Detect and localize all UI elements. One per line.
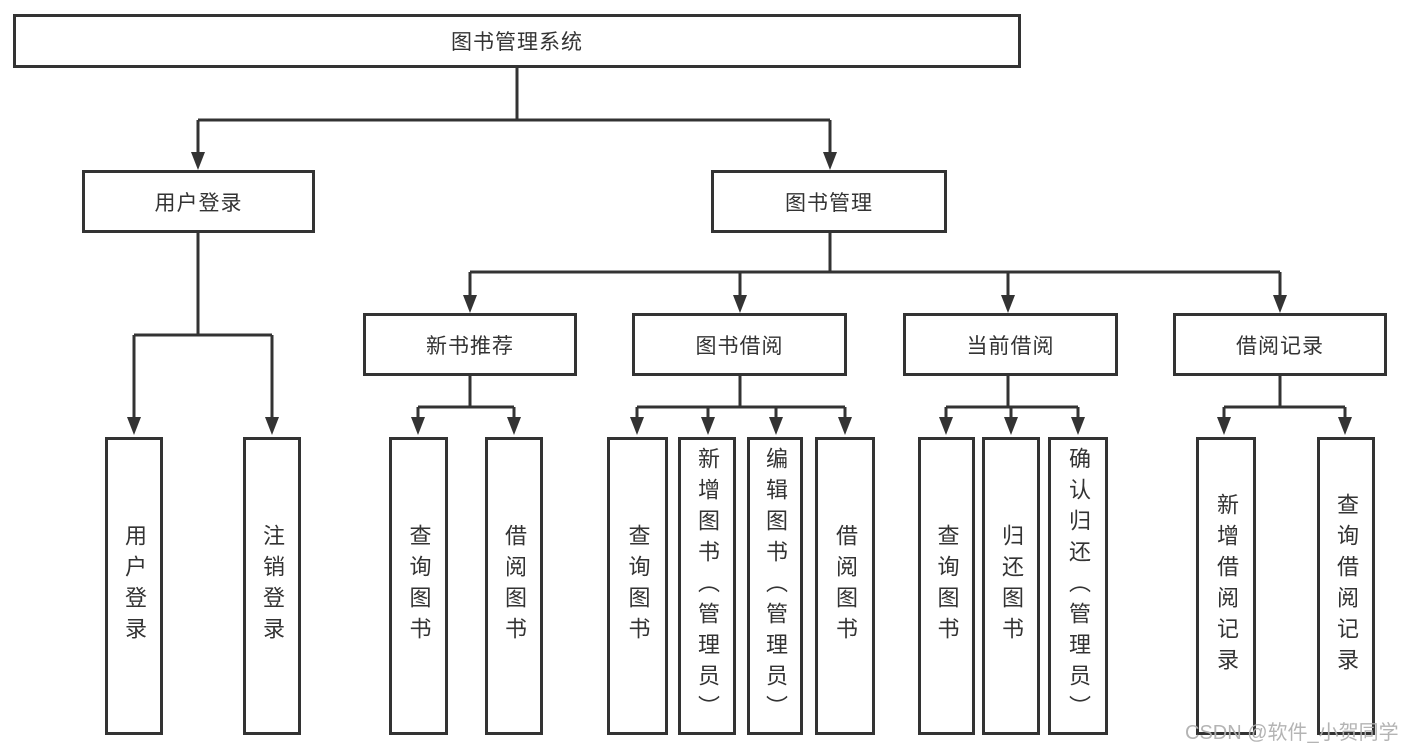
node-current-borrow-label: 当前借阅 — [966, 334, 1055, 358]
node-new-book-recommend-label: 新书推荐 — [426, 334, 514, 358]
node-book-management: 图书管理 — [711, 170, 947, 233]
node-user-login: 用户登录 — [82, 170, 315, 233]
leaf-edit-books-admin: 编辑图书（管理员） — [747, 437, 803, 735]
leaf-add-books-admin: 新增图书（管理员） — [678, 437, 736, 735]
node-root: 图书管理系统 — [13, 14, 1021, 68]
leaf-confirm-return-admin-label: 确认归还（管理员） — [1066, 446, 1091, 726]
leaf-query-books-borrow: 查询图书 — [607, 437, 668, 735]
leaf-borrow-books-label: 借阅图书 — [833, 524, 858, 648]
node-book-borrow: 图书借阅 — [632, 313, 847, 376]
leaf-confirm-return-admin: 确认归还（管理员） — [1048, 437, 1108, 735]
node-borrow-records: 借阅记录 — [1173, 313, 1387, 376]
leaf-borrow-books-recommend-label: 借阅图书 — [502, 524, 527, 648]
node-root-label: 图书管理系统 — [451, 31, 583, 54]
node-current-borrow: 当前借阅 — [903, 313, 1118, 376]
leaf-query-borrow-record-label: 查询借阅记录 — [1334, 493, 1359, 679]
leaf-user-logout-label: 注销登录 — [260, 524, 285, 648]
leaf-edit-books-admin-label: 编辑图书（管理员） — [763, 446, 788, 726]
node-borrow-records-label: 借阅记录 — [1236, 334, 1324, 358]
node-user-login-label: 用户登录 — [154, 191, 243, 215]
leaf-add-borrow-record-label: 新增借阅记录 — [1214, 493, 1239, 679]
node-book-borrow-label: 图书借阅 — [695, 334, 784, 358]
arrowheads — [127, 152, 1352, 435]
leaf-add-borrow-record: 新增借阅记录 — [1196, 437, 1256, 735]
leaf-return-books-label: 归还图书 — [999, 524, 1024, 648]
leaf-query-books-recommend: 查询图书 — [389, 437, 448, 735]
leaf-query-borrow-record: 查询借阅记录 — [1317, 437, 1375, 735]
leaf-user-logout: 注销登录 — [243, 437, 301, 735]
leaf-query-books-borrow-label: 查询图书 — [625, 524, 651, 648]
node-book-management-label: 图书管理 — [785, 191, 873, 215]
leaf-user-login: 用户登录 — [105, 437, 163, 735]
node-new-book-recommend: 新书推荐 — [363, 313, 577, 376]
leaf-borrow-books: 借阅图书 — [815, 437, 875, 735]
leaf-user-login-label: 用户登录 — [122, 524, 147, 648]
watermark: CSDN @软件_小贺同学 — [1185, 722, 1399, 744]
leaf-add-books-admin-label: 新增图书（管理员） — [695, 446, 720, 726]
leaf-query-books-current-label: 查询图书 — [934, 524, 960, 648]
leaf-borrow-books-recommend: 借阅图书 — [485, 437, 543, 735]
leaf-return-books: 归还图书 — [982, 437, 1040, 735]
leaf-query-books-current: 查询图书 — [918, 437, 975, 735]
leaf-query-books-recommend-label: 查询图书 — [406, 524, 432, 648]
